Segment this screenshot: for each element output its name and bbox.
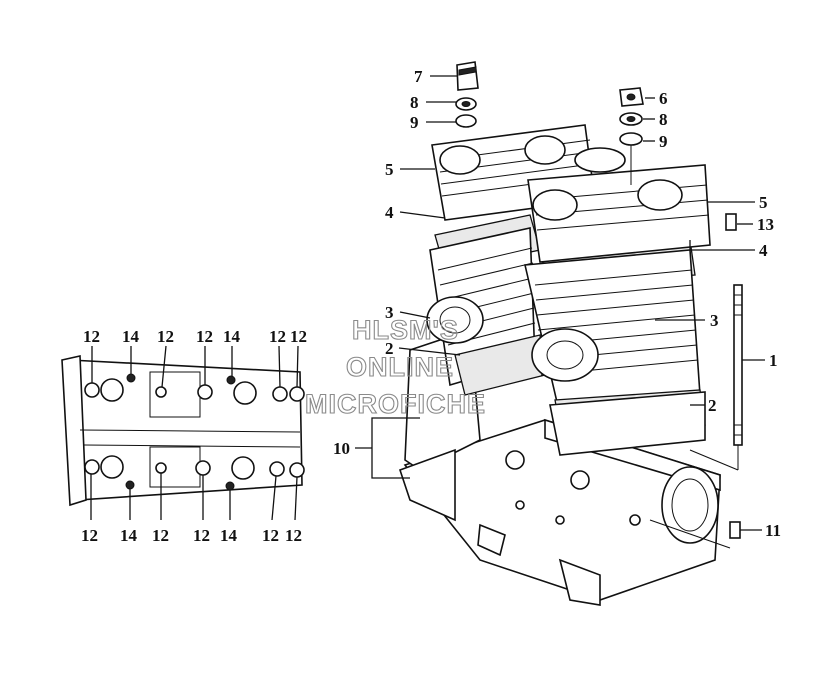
callout-top-14-a: 14	[122, 327, 140, 346]
callout-2-right: 2	[708, 396, 717, 415]
crankcase-bottom-view	[61, 345, 305, 521]
callout-4-right: 4	[759, 241, 768, 260]
callout-bottom-12-c: 12	[193, 526, 210, 545]
callout-2-left: 2	[385, 339, 394, 358]
callout-9-left: 9	[410, 113, 419, 132]
callout-top-12-b: 12	[157, 327, 174, 346]
bolt-holes-bottom	[84, 455, 305, 491]
leader-lines	[355, 75, 765, 531]
callout-top-12-e: 12	[290, 327, 307, 346]
callout-top-12-c: 12	[196, 327, 213, 346]
callout-bottom-12-d: 12	[262, 526, 279, 545]
callout-top-14-b: 14	[223, 327, 241, 346]
callout-bottom-14-a: 14	[120, 526, 138, 545]
watermark-line-3: MICROFICHE	[305, 389, 486, 419]
watermark-line-1: HLSM'S	[352, 315, 459, 345]
callout-top-12-a: 12	[83, 327, 100, 346]
callout-7: 7	[414, 67, 423, 86]
callout-6: 6	[659, 89, 668, 108]
callout-top-12-d: 12	[269, 327, 286, 346]
callout-bottom-14-b: 14	[220, 526, 238, 545]
callout-5-left: 5	[385, 160, 394, 179]
callout-5-right: 5	[759, 193, 768, 212]
callout-3-right: 3	[710, 311, 719, 330]
callout-4-left: 4	[385, 203, 394, 222]
callout-labels: 1 2 2 3 3 4 4 5 5 6 7 8 8 9 9 10 11 13 1…	[81, 67, 781, 545]
callout-1: 1	[769, 351, 778, 370]
watermark-line-2: ONLINE	[346, 352, 454, 382]
callout-bottom-12-a: 12	[81, 526, 98, 545]
callout-3-left: 3	[385, 303, 394, 322]
watermark: HLSM'S ONLINE MICROFICHE	[304, 314, 486, 419]
callout-11: 11	[765, 521, 781, 540]
engine-assembly	[398, 61, 743, 606]
callout-bottom-12-b: 12	[152, 526, 169, 545]
callout-bottom-12-e: 12	[285, 526, 302, 545]
callout-8-right: 8	[659, 110, 668, 129]
callout-8-left: 8	[410, 93, 419, 112]
callout-9-right: 9	[659, 132, 668, 151]
callout-13: 13	[757, 215, 774, 234]
callout-10: 10	[333, 439, 350, 458]
